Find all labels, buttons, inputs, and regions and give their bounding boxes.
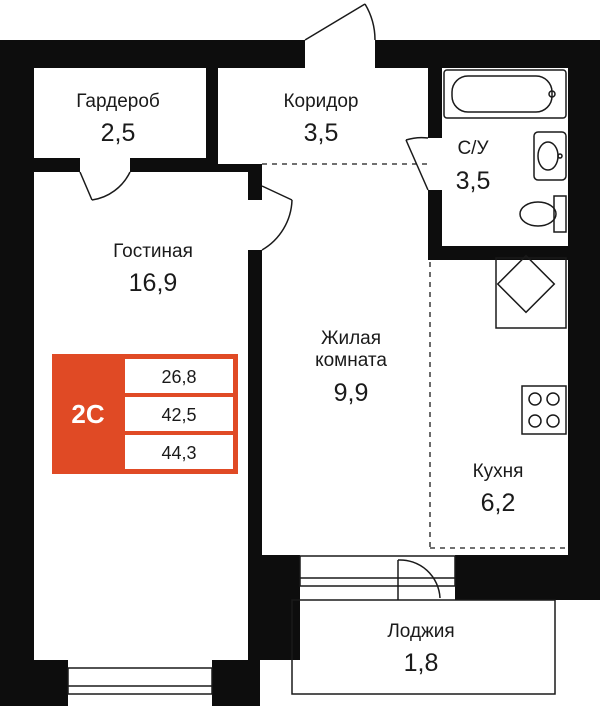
badge-value-living: 26,8 xyxy=(161,367,196,387)
room-area-koridor: 3,5 xyxy=(304,119,339,147)
room-name-koridor: Коридор xyxy=(283,91,358,112)
zone-lines xyxy=(262,163,568,549)
badge-cell-3 xyxy=(123,433,235,471)
room-area-lodzhiya: 1,8 xyxy=(404,649,439,677)
sink-icon xyxy=(533,131,567,181)
area-badge: 2С 26,8 42,5 44,3 xyxy=(52,354,238,474)
badge-type: 2С xyxy=(71,399,104,429)
bathtub-icon xyxy=(443,69,567,119)
room-name-lodzhiya: Лоджия xyxy=(387,621,454,642)
toilet-icon xyxy=(519,195,567,233)
room-area-su: 3,5 xyxy=(456,167,491,195)
room-area-zhilaya: 9,9 xyxy=(334,379,369,407)
wall-segment xyxy=(262,555,300,600)
living-window xyxy=(67,667,213,695)
room-name-garderob: Гардероб xyxy=(76,91,160,112)
badge-cell-1 xyxy=(123,357,235,395)
badge-value-with-loggia: 44,3 xyxy=(161,443,196,463)
room-area-gostinaya: 16,9 xyxy=(129,269,178,297)
loggia xyxy=(291,555,556,695)
stove-icon xyxy=(521,385,567,435)
room-name-su: С/У xyxy=(457,138,489,159)
room-name-zhilaya-line1: Жилая xyxy=(321,328,381,349)
doors xyxy=(79,3,441,600)
room-name-kuhnya: Кухня xyxy=(473,461,524,482)
badge-value-total: 42,5 xyxy=(161,405,196,425)
kitchen-sink-icon xyxy=(495,254,567,329)
room-name-zhilaya-line2: комната xyxy=(315,350,387,371)
room-name-gostinaya: Гостиная xyxy=(113,241,193,262)
room-area-kuhnya: 6,2 xyxy=(481,489,516,517)
badge-cell-2 xyxy=(123,395,235,433)
room-area-garderob: 2,5 xyxy=(101,119,136,147)
inner-wall xyxy=(248,250,262,555)
